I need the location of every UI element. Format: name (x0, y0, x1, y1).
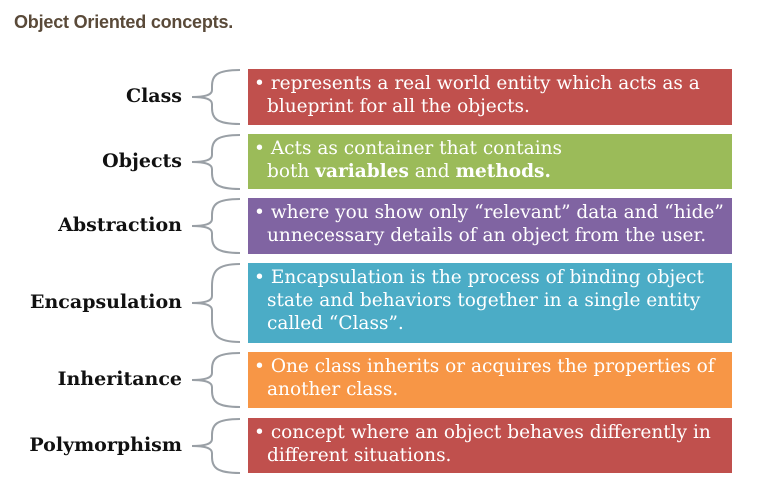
concept-label-polymorphism: Polymorphism (29, 434, 182, 456)
concept-box-polymorphism: • concept where an object behaves differ… (248, 418, 732, 473)
concept-box-class: • represents a real world entity which a… (248, 69, 732, 125)
objects-desc-line2: both variables and methods. (267, 161, 551, 182)
brace-icon (191, 69, 241, 125)
concept-label-abstraction: Abstraction (58, 214, 182, 236)
brace-icon (191, 352, 241, 408)
polymorphism-desc-line1: concept where an object behaves differen… (270, 422, 711, 443)
encapsulation-desc-line2: state and behaviors together in a single… (267, 290, 701, 311)
page-title: Object Oriented concepts. (14, 12, 234, 32)
objects-desc-line1: Acts as container that contains (270, 138, 563, 159)
abstraction-desc-line1: where you show only “relevant” data and … (270, 202, 724, 223)
class-desc-line1: represents a real world entity which act… (270, 73, 700, 94)
concept-label-encapsulation: Encapsulation (30, 291, 182, 313)
encapsulation-desc-line3: called “Class”. (267, 313, 404, 334)
concept-label-class: Class (125, 85, 182, 107)
concept-box-encapsulation: • Encapsulation is the process of bindin… (248, 263, 732, 343)
inheritance-desc-line1: One class inherits or acquires the prope… (270, 356, 715, 377)
brace-icon (191, 134, 241, 190)
brace-icon (191, 263, 241, 343)
concept-box-objects: • Acts as container that contains both v… (248, 134, 732, 189)
concept-label-inheritance: Inheritance (57, 368, 182, 390)
polymorphism-desc-line2: different situations. (267, 445, 452, 466)
encapsulation-desc-line1: Encapsulation is the process of binding … (270, 267, 704, 288)
inheritance-desc-line2: another class. (267, 379, 399, 400)
abstraction-desc-line2: unnecessary details of an object from th… (267, 225, 707, 246)
concept-box-abstraction: • where you show only “relevant” data an… (248, 198, 732, 254)
class-desc-line2: blueprint for all the objects. (267, 96, 530, 117)
brace-icon (191, 198, 241, 254)
concept-label-objects: Objects (102, 150, 182, 172)
brace-icon (191, 418, 241, 474)
concept-box-inheritance: • One class inherits or acquires the pro… (248, 352, 732, 408)
